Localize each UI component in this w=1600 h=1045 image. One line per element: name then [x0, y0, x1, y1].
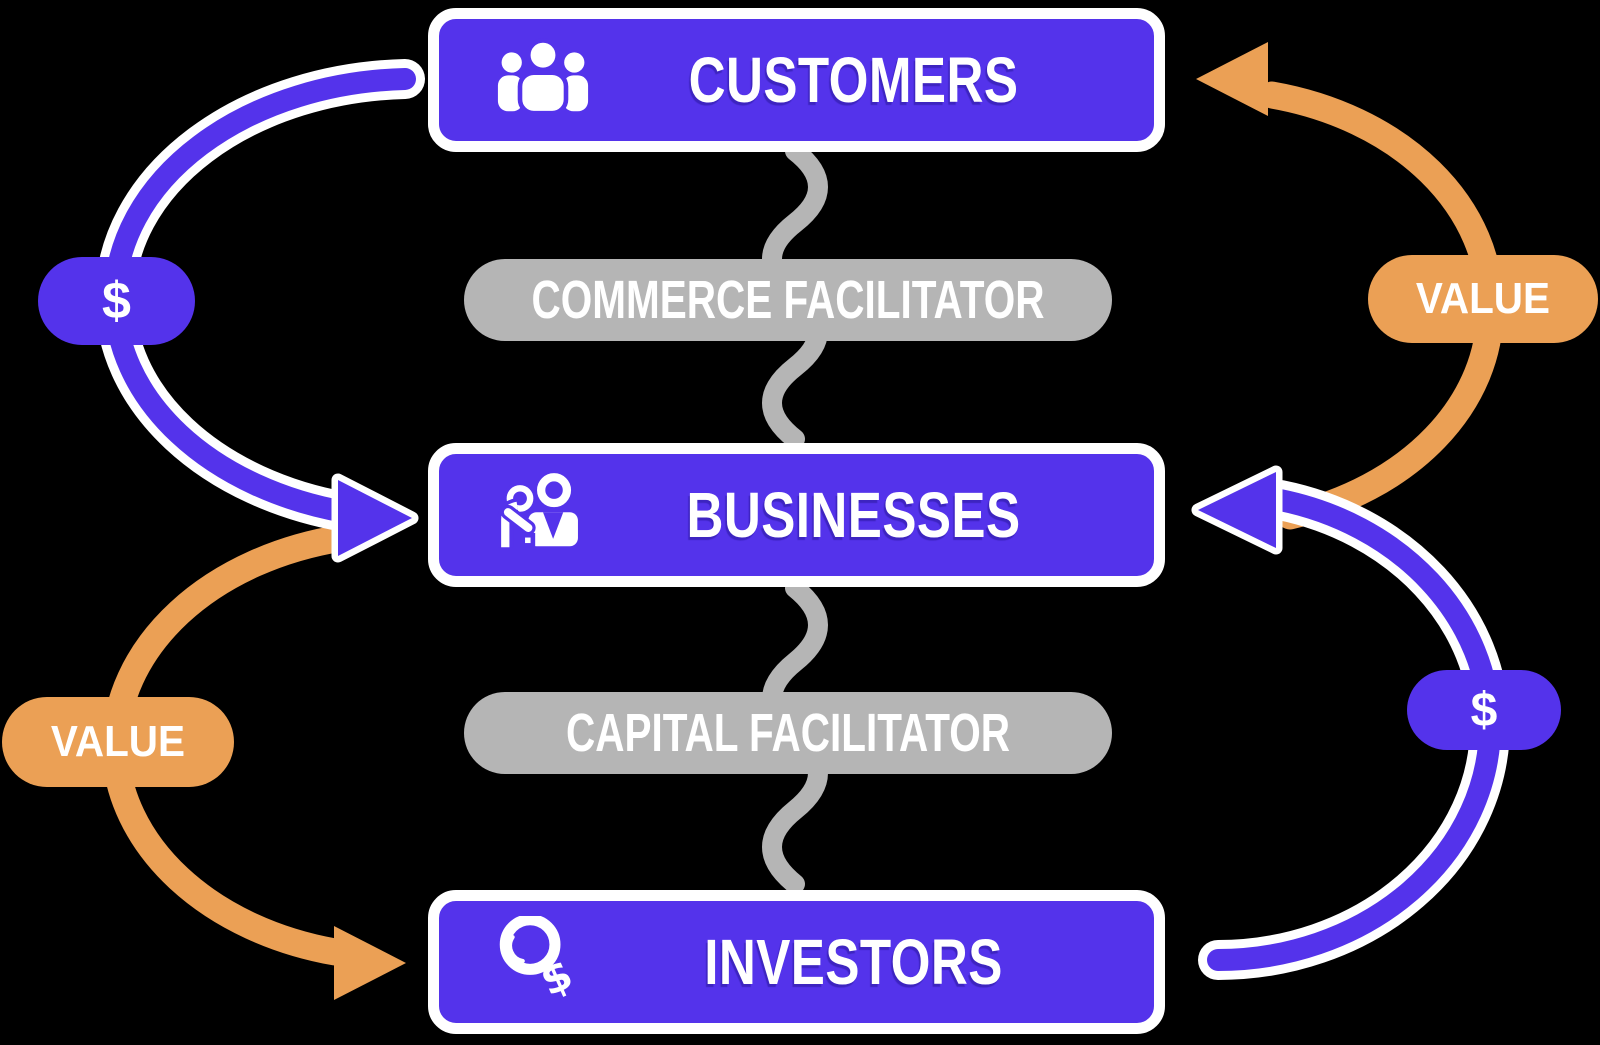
people-group-icon — [497, 38, 589, 116]
business-people-icon — [497, 473, 578, 548]
value-badge-label: VALUE — [50, 717, 186, 766]
capital-facilitator-pill: CAPITAL FACILITATOR — [464, 692, 1112, 774]
customers-node: CUSTOMERS — [428, 8, 1165, 152]
customers-label: CUSTOMERS — [688, 44, 1019, 116]
arrowhead-into-customers — [1196, 42, 1268, 116]
search-money-icon: $ — [499, 916, 580, 1006]
businesses-node: BUSINESSES — [428, 443, 1165, 587]
money-badge-label: $ — [102, 272, 131, 330]
businesses-label: BUSINESSES — [686, 479, 1021, 551]
commerce-facilitator-pill: COMMERCE FACILITATOR — [464, 259, 1112, 341]
investors-label: INVESTORS — [704, 926, 1003, 998]
money-badge-label: $ — [1470, 683, 1498, 737]
value-badge-left: VALUE — [2, 697, 234, 787]
arrowhead-into-businesses-left — [331, 473, 419, 563]
value-badge-label: VALUE — [1415, 274, 1551, 323]
value-badge-right: VALUE — [1368, 255, 1598, 343]
money-badge-right: $ — [1407, 670, 1561, 750]
arrowhead-into-businesses-right — [1191, 465, 1283, 555]
commerce-facilitator-label: COMMERCE FACILITATOR — [531, 270, 1045, 330]
svg-text:$: $ — [533, 949, 580, 1006]
money-badge-left: $ — [38, 257, 195, 345]
investors-node: $ INVESTORS — [428, 890, 1165, 1034]
capital-facilitator-label: CAPITAL FACILITATOR — [565, 703, 1010, 763]
arrowhead-into-investors — [334, 926, 406, 1000]
